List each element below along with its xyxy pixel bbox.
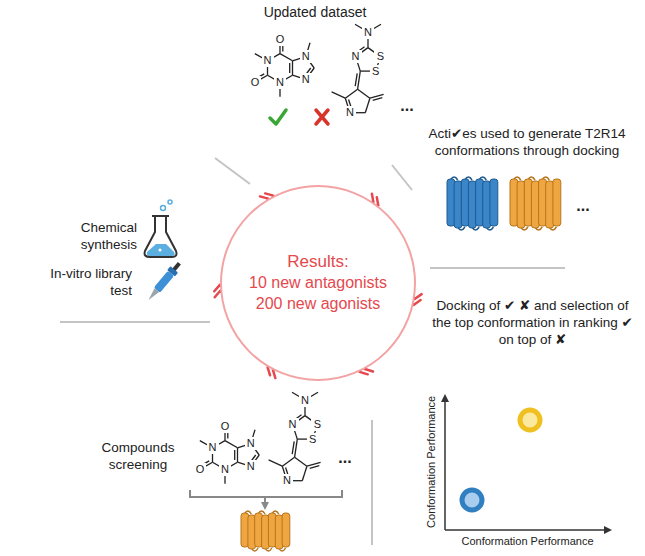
section-label: Acti✔es used to generate T2R14 conformat… bbox=[418, 126, 636, 160]
section-label: Chemical synthesis bbox=[40, 220, 137, 254]
atom-label: O bbox=[249, 76, 261, 89]
atom-label: N bbox=[344, 106, 356, 119]
atom-label: N bbox=[245, 460, 257, 473]
section-label: Compounds screening bbox=[92, 440, 184, 474]
atom-label: S bbox=[307, 433, 319, 446]
atom-label: N bbox=[262, 54, 274, 67]
atom-label: O bbox=[219, 420, 231, 433]
results-line: 10 new antagonists bbox=[249, 273, 387, 294]
cross-mark bbox=[316, 110, 328, 124]
molecule-structure bbox=[255, 39, 314, 97]
atom-label: N bbox=[245, 437, 257, 450]
results-heading: Results: bbox=[287, 251, 348, 273]
atom-label: S bbox=[374, 50, 386, 63]
check-mark bbox=[270, 110, 286, 124]
ellipsis: ... bbox=[392, 96, 422, 116]
ellipsis: ... bbox=[330, 448, 360, 468]
atom-label: O bbox=[194, 463, 206, 476]
receptor-icon bbox=[510, 177, 561, 230]
atom-label: S bbox=[370, 65, 382, 78]
atom-label: N bbox=[300, 73, 312, 86]
atom-label: N bbox=[350, 50, 362, 63]
atom-label: N bbox=[281, 474, 293, 487]
atom-label: N bbox=[287, 418, 299, 431]
atom-label: N bbox=[362, 26, 374, 39]
molecule-structure bbox=[200, 426, 259, 484]
section-label: Updated dataset bbox=[245, 4, 385, 22]
results-line: 200 new agonists bbox=[256, 294, 381, 315]
atom-label: N bbox=[207, 441, 219, 454]
performance-chart bbox=[445, 398, 608, 530]
atom-label: N bbox=[299, 394, 311, 407]
receptor-icon bbox=[447, 177, 498, 230]
receptor-icon bbox=[241, 511, 290, 551]
separator-lines bbox=[60, 158, 565, 545]
molecule-structure bbox=[332, 24, 384, 113]
atom-label: O bbox=[274, 33, 286, 46]
screening-bracket bbox=[190, 490, 342, 506]
atom-label: N bbox=[219, 463, 231, 476]
section-label: Docking of ✔ ✘ and selection of the top … bbox=[430, 298, 635, 349]
ellipsis: ... bbox=[568, 196, 598, 216]
pipette-icon bbox=[145, 260, 184, 303]
atom-label: S bbox=[311, 418, 323, 431]
molecule-structure bbox=[269, 392, 321, 481]
results-circle: Results:10 new antagonists200 new agonis… bbox=[220, 185, 416, 381]
atom-label: N bbox=[300, 50, 312, 63]
flask-icon bbox=[145, 200, 177, 257]
section-label: In-vitro library test bbox=[28, 266, 132, 300]
atom-label: N bbox=[274, 76, 286, 89]
axis-label: Conformation Performance bbox=[445, 535, 610, 549]
axis-label: Conformation Performance bbox=[425, 387, 439, 537]
